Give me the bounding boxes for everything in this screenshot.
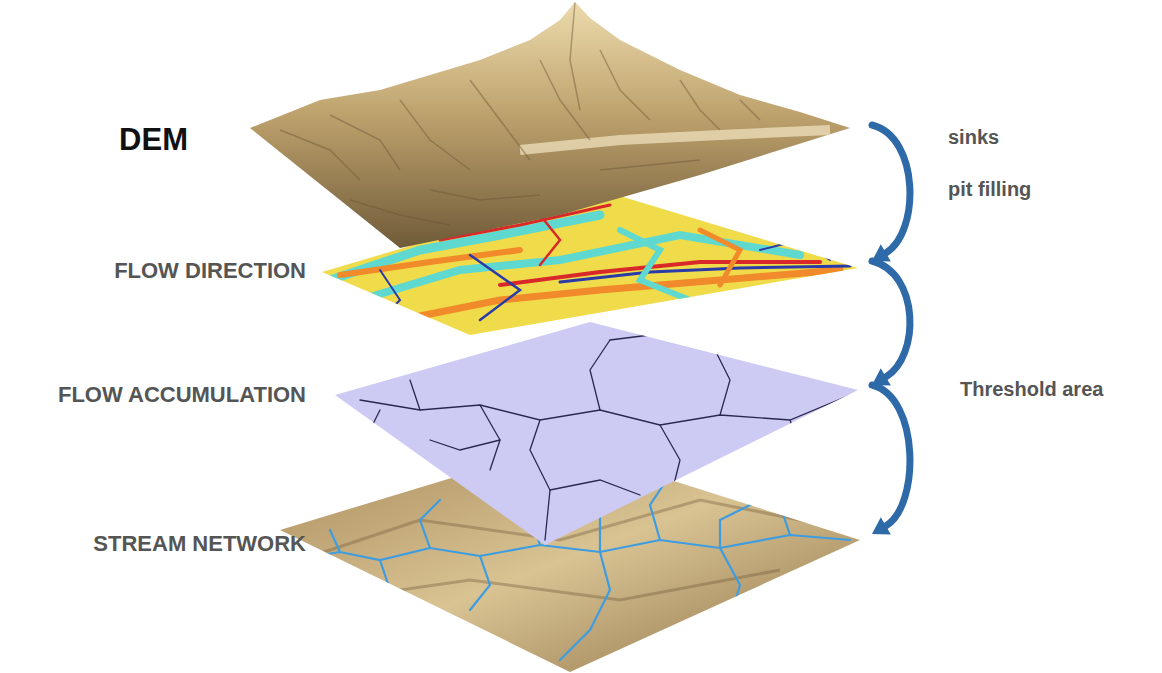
layer-node: FLOW ACCUMULATION (58, 382, 872, 410)
arrow-head (872, 517, 891, 534)
dem-layer-label: DEM (119, 122, 188, 158)
step-label: Threshold area (960, 378, 1103, 401)
step-label: sinks (948, 126, 999, 149)
arrow-shaft (872, 385, 910, 526)
step-label: pit filling (948, 178, 1031, 201)
arrow-head (872, 368, 891, 385)
layer-node: DEM (119, 122, 872, 160)
stream-network-label: STREAM NETWORK (93, 531, 306, 556)
arrow-shaft (872, 125, 910, 253)
step-arrow (872, 125, 910, 262)
layer-node: FLOW DIRECTION (114, 258, 872, 286)
flow-accumulation-label: FLOW ACCUMULATION (58, 382, 306, 407)
flow-direction-label: FLOW DIRECTION (114, 258, 306, 283)
step-arrow (872, 261, 910, 386)
step-arrow (872, 385, 910, 535)
arrow-head (872, 244, 891, 261)
arrow-shaft (872, 261, 910, 377)
layer-node: STREAM NETWORK (93, 531, 872, 559)
